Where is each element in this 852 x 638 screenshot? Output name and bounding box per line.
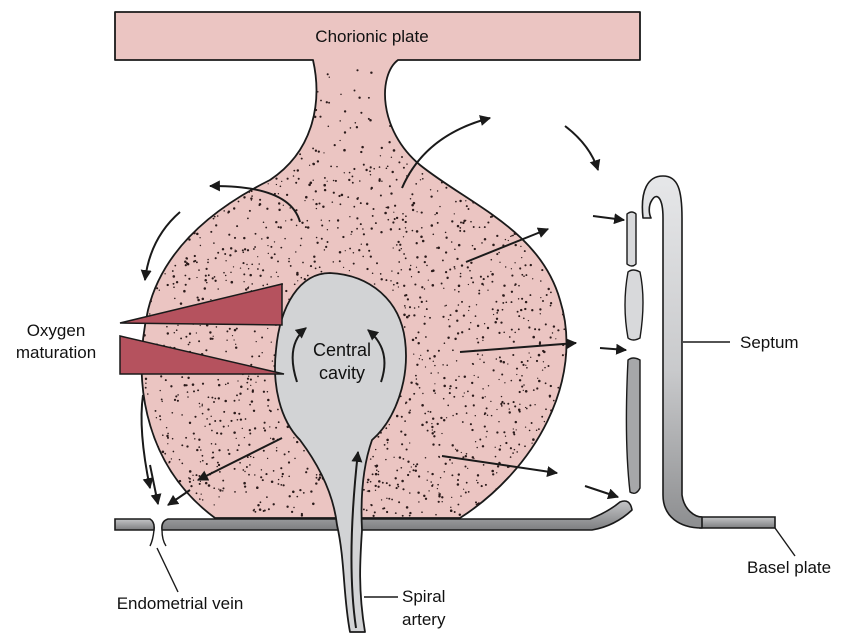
septum-fragment-3 bbox=[626, 358, 640, 493]
arrow-septum-2 bbox=[600, 348, 626, 350]
central-cavity-label-line2: cavity bbox=[319, 363, 365, 383]
leader-endometrial-vein bbox=[157, 548, 178, 592]
septum-label: Septum bbox=[740, 333, 799, 352]
spiral-artery-label-line1: Spiral bbox=[402, 587, 445, 606]
vein-wall-right bbox=[162, 530, 166, 546]
oxygen-maturation-label-line2: maturation bbox=[16, 343, 96, 362]
arrow-vein-right bbox=[168, 490, 190, 505]
arrow-septum-1 bbox=[593, 216, 624, 220]
septum bbox=[642, 176, 702, 528]
endometrial-vein-label: Endometrial vein bbox=[117, 594, 244, 613]
basal-plate-left bbox=[115, 519, 154, 530]
arrow-upper-down bbox=[565, 126, 598, 170]
septum-fragment-2 bbox=[625, 270, 643, 340]
spiral-artery-label-line2: artery bbox=[402, 610, 446, 629]
septum-fragment-1 bbox=[627, 212, 636, 266]
chorionic-villus bbox=[115, 12, 640, 518]
arrow-septum-3 bbox=[585, 486, 618, 497]
basal-plate-right bbox=[700, 517, 775, 528]
chorionic-plate-label: Chorionic plate bbox=[315, 27, 428, 46]
vein-wall-left bbox=[150, 530, 154, 546]
oxygen-maturation-label-line1: Oxygen bbox=[27, 321, 86, 340]
central-cavity-label-line1: Central bbox=[313, 340, 371, 360]
basal-plate-label: Basel plate bbox=[747, 558, 831, 577]
arrow-vein-left bbox=[150, 465, 158, 504]
leader-basal-plate bbox=[775, 528, 795, 556]
